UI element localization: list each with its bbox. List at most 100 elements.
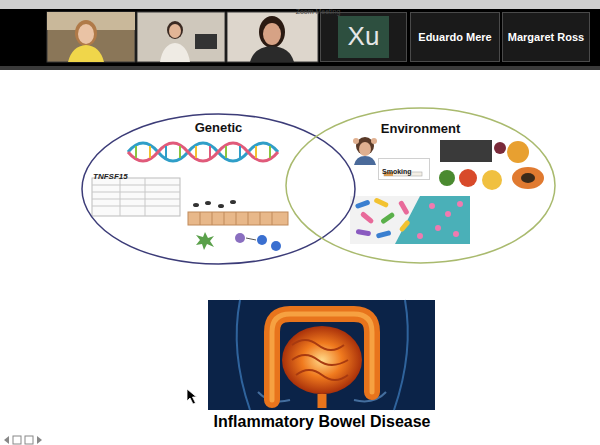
table-rule [92, 192, 180, 193]
microbe-panel-teal [395, 196, 470, 244]
venn-circle: GeneticTNFSF15 [81, 113, 356, 265]
control-icon [37, 436, 42, 444]
person-body [354, 156, 376, 165]
text-slot: Environment [285, 119, 556, 137]
rectum [318, 394, 327, 408]
cell-border [212, 212, 213, 225]
circle-heading: Environment [381, 122, 460, 137]
person-face [78, 24, 94, 44]
dna-rung [225, 146, 227, 158]
intestine-folds [292, 340, 348, 380]
fruit [494, 142, 506, 154]
label-slot: Inflammatory Bowel Disease [122, 413, 522, 431]
microbe [453, 231, 459, 237]
person-hair [75, 20, 97, 46]
colon [272, 314, 372, 400]
table-rule [92, 199, 180, 200]
food-board [440, 140, 492, 162]
video-tile [47, 12, 135, 62]
table-rule [120, 178, 121, 216]
venn-circle: Smoking Environment [285, 107, 556, 264]
participant-tile: Margaret Ross [502, 12, 590, 62]
dna-strand [128, 143, 278, 161]
participant-tile: Eduardo Mere [410, 12, 500, 62]
dna-rungs [136, 146, 270, 158]
cell-border [272, 212, 273, 225]
video-tile [227, 12, 318, 62]
microbe [356, 229, 372, 237]
person-face [169, 24, 181, 38]
immune-cell [257, 235, 267, 245]
window-title: Zoom Meeting [296, 8, 341, 16]
microbe [445, 211, 451, 217]
signal-line [246, 238, 256, 240]
text-slot: Eduardo Mere [411, 13, 499, 61]
dendritic-cell [196, 232, 214, 250]
microbe-panel [350, 196, 470, 244]
bacterium [205, 201, 211, 205]
circle-heading: Genetic [195, 121, 243, 136]
immune-cell [271, 241, 281, 251]
person-hand [353, 138, 359, 144]
participant-name: Eduardo Mere [418, 31, 491, 44]
participant-tile: Xu [320, 12, 407, 62]
body-outline [237, 300, 250, 410]
small-intestine [282, 326, 362, 394]
text-slot: TNFSF15 [93, 165, 128, 183]
participant-initials: Xu [338, 16, 390, 58]
papaya-seeds [521, 173, 535, 183]
papaya [512, 167, 544, 189]
table-rules [92, 178, 180, 216]
fruit [482, 170, 502, 190]
dna-rung [239, 146, 241, 158]
microbe [457, 201, 463, 207]
dna-rung [209, 146, 211, 158]
epithelium [188, 212, 288, 225]
dna-strand [128, 143, 278, 161]
immune-cell [235, 233, 245, 243]
circle-outline [81, 113, 356, 265]
video-tile [137, 12, 225, 62]
participant-name: Margaret Ross [508, 31, 584, 44]
factor-card: Smoking [378, 158, 430, 180]
cell-border [236, 212, 237, 225]
intestine-picture [208, 300, 435, 410]
microbe [373, 197, 389, 208]
person-body [250, 46, 294, 62]
gallery-bar [0, 9, 600, 66]
microbe [417, 233, 423, 239]
colon-glow [272, 314, 372, 400]
person-body [68, 45, 104, 62]
cell-border [260, 212, 261, 225]
fruit [459, 169, 477, 187]
bacterium [218, 204, 224, 208]
body-outline [394, 300, 408, 410]
dna-rung [135, 146, 137, 158]
microbe [399, 219, 411, 232]
text-slot: Xu [321, 13, 406, 61]
person-face [359, 142, 371, 156]
gene-name: TNFSF15 [93, 172, 128, 181]
dna-rung [179, 146, 181, 158]
dna-rung [269, 146, 271, 158]
person-face [263, 23, 281, 45]
mouse-cursor [187, 389, 197, 404]
control-icon [25, 436, 33, 444]
control-icon [13, 436, 21, 444]
cell-border [248, 212, 249, 225]
text-slot: Margaret Ross [503, 13, 589, 61]
microbes [355, 197, 463, 239]
circle-outline [82, 114, 355, 264]
person-body [160, 43, 190, 62]
cell-border [224, 212, 225, 225]
control-icon [4, 436, 9, 444]
table-rule [145, 178, 146, 216]
slide-caption: Inflammatory Bowel Disease [214, 413, 431, 431]
fruit [439, 170, 455, 186]
microbe [380, 212, 395, 225]
factor-name: Smoking [382, 168, 412, 176]
data-table [92, 178, 180, 216]
